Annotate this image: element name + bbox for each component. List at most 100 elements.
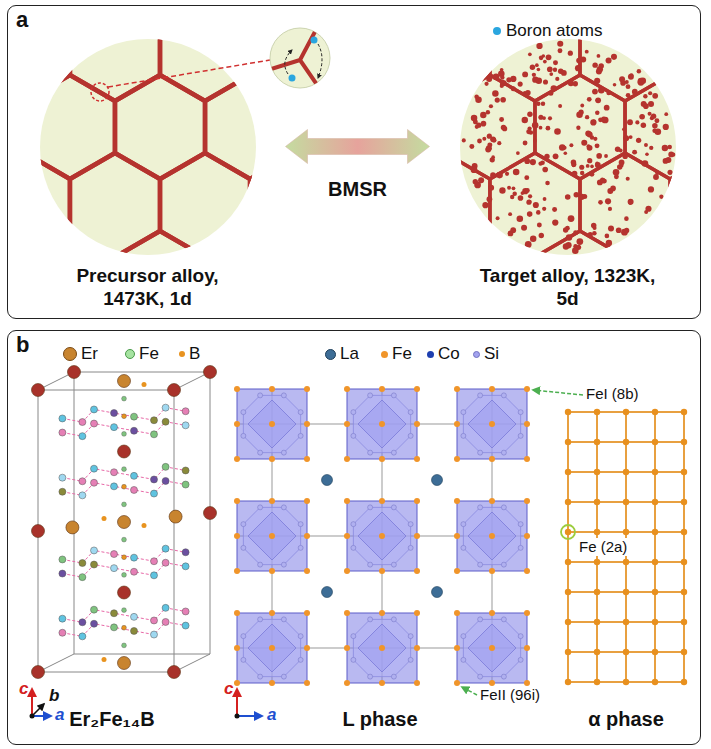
illustration-part bbox=[565, 679, 571, 685]
illustration-part bbox=[524, 680, 530, 686]
illustration-part bbox=[601, 117, 606, 122]
illustration-part bbox=[555, 77, 559, 81]
illustration-part bbox=[454, 610, 460, 616]
illustration-part bbox=[537, 223, 542, 228]
illustration-part bbox=[298, 522, 303, 527]
illustration-part bbox=[131, 627, 138, 634]
illustration-part bbox=[487, 196, 493, 202]
illustration-part bbox=[248, 512, 296, 560]
illustration-part bbox=[530, 235, 536, 241]
illustration-part bbox=[234, 645, 240, 651]
illustration-part bbox=[482, 137, 486, 141]
illustration-part bbox=[598, 87, 605, 94]
illustration-part bbox=[553, 68, 557, 72]
legend-text: La bbox=[340, 343, 359, 365]
illustration-part bbox=[344, 568, 350, 574]
illustration-part bbox=[537, 68, 541, 72]
illustration-part bbox=[131, 613, 138, 620]
illustration-part bbox=[368, 562, 373, 567]
illustration-part bbox=[25, 75, 115, 179]
illustration-part bbox=[351, 634, 356, 639]
illustration-part bbox=[486, 110, 490, 114]
illustration-part bbox=[667, 170, 672, 175]
illustration-part bbox=[462, 138, 466, 142]
illustration-part bbox=[606, 240, 612, 246]
illustration-part bbox=[551, 85, 557, 91]
illustration-part bbox=[652, 619, 658, 625]
illustration-part bbox=[648, 91, 652, 95]
illustration-part bbox=[492, 90, 498, 96]
illustration-part bbox=[368, 393, 373, 398]
illustration-part bbox=[598, 200, 603, 205]
illustration-part bbox=[298, 410, 303, 415]
illustration-part bbox=[59, 629, 66, 636]
illustration-part bbox=[543, 60, 547, 64]
illustration-part bbox=[391, 562, 396, 567]
illustration-part bbox=[241, 657, 246, 662]
illustration-part bbox=[379, 533, 385, 539]
illustration-part bbox=[563, 227, 568, 232]
illustration-part bbox=[652, 679, 658, 685]
illustration-part bbox=[493, 74, 500, 81]
illustration-part bbox=[122, 643, 127, 648]
illustration-part bbox=[654, 412, 656, 682]
illustration-part bbox=[563, 243, 569, 249]
illustration-part bbox=[664, 112, 668, 116]
illustration-part bbox=[572, 163, 576, 167]
illustration-part bbox=[268, 26, 322, 92]
legend-swatch bbox=[473, 351, 480, 358]
illustration-part bbox=[248, 400, 296, 448]
illustration-part bbox=[681, 619, 687, 625]
illustration-part bbox=[548, 91, 553, 96]
illustration-part bbox=[501, 674, 506, 679]
illustration-part bbox=[614, 174, 619, 179]
illustration-part bbox=[111, 469, 118, 476]
illustration-part bbox=[461, 545, 466, 550]
illustration-part bbox=[91, 620, 98, 627]
illustration-part bbox=[518, 634, 523, 639]
illustration-part bbox=[408, 410, 413, 415]
illustration-part bbox=[461, 433, 466, 438]
illustration-part bbox=[182, 563, 189, 570]
illustration-part bbox=[653, 174, 659, 180]
illustration-part bbox=[524, 498, 530, 504]
illustration-part bbox=[552, 207, 557, 212]
illustration-part bbox=[518, 522, 523, 527]
illustration-part bbox=[628, 74, 634, 80]
illustration-part bbox=[400, 0, 711, 335]
illustration-part bbox=[59, 474, 66, 481]
illustration-part bbox=[524, 175, 529, 180]
illustration-part bbox=[635, 120, 639, 124]
illustration-part bbox=[234, 498, 240, 504]
illustration-part bbox=[589, 172, 594, 177]
illustration-part bbox=[500, 84, 504, 88]
illustration-part bbox=[281, 674, 286, 679]
illustration-part bbox=[594, 439, 600, 445]
illustration-part bbox=[454, 456, 460, 462]
illustration-part bbox=[489, 104, 493, 108]
illustration-part bbox=[461, 522, 466, 527]
illustration-part bbox=[587, 97, 592, 102]
illustration-part bbox=[237, 613, 307, 683]
illustration-part bbox=[546, 54, 552, 60]
illustration-part bbox=[681, 439, 687, 445]
illustration-part bbox=[568, 51, 573, 56]
illustration-part bbox=[408, 634, 413, 639]
illustration-part bbox=[490, 172, 496, 178]
illustration-part bbox=[432, 475, 443, 486]
illustration-part bbox=[513, 169, 520, 176]
illustration-part bbox=[615, 146, 621, 152]
illustration-part bbox=[566, 234, 572, 240]
illustration-part bbox=[592, 120, 597, 125]
illustration-part bbox=[414, 456, 420, 462]
illustration-part bbox=[580, 0, 670, 101]
illustration-part bbox=[683, 412, 685, 682]
illustration-part bbox=[468, 624, 516, 672]
illustration-part bbox=[592, 89, 598, 95]
illustration-part bbox=[457, 613, 527, 683]
illustration-part bbox=[281, 562, 286, 567]
illustration-part bbox=[510, 76, 516, 82]
illustration-part bbox=[501, 393, 506, 398]
site-label: FeII (96i) bbox=[480, 686, 540, 704]
